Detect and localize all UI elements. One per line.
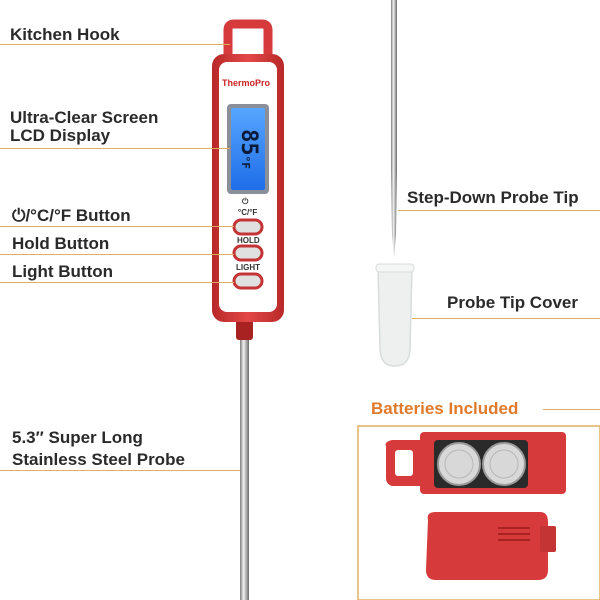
callout-line-batteries [543,409,600,410]
power-button-shape [232,218,264,236]
brand-logo: ThermoPro [222,78,271,88]
power-label-on-device: °C/°F [238,208,258,217]
callout-power-text: /°C/°F Button [25,206,131,225]
callout-kitchen-hook: Kitchen Hook [10,25,120,44]
callout-screen-line1: Ultra-Clear Screen [10,108,159,127]
callout-line-power [0,226,234,227]
callout-line-screen [0,148,230,149]
hold-button-shape [232,244,264,262]
lcd-screen [227,104,269,194]
callout-hold-button: Hold Button [12,234,110,253]
callout-power-button: ⏻/°C/°F Button [12,206,131,226]
callout-line-light [0,282,234,283]
callout-line-tip [398,210,600,211]
power-symbol-on-device: ⏻ [242,197,249,206]
callout-line-hold [0,254,234,255]
callout-probe-line1: 5.3″ Super Long [12,428,143,447]
kitchen-hook [223,19,273,62]
hold-label-on-device: HOLD [237,236,260,245]
callout-line-probe [0,470,240,471]
probe-tip [391,0,397,258]
battery-inset [357,425,600,600]
power-icon: ⏻ [12,206,26,225]
probe-shaft [236,318,253,600]
callout-probe-tip: Step-Down Probe Tip [407,188,579,207]
lcd-reading: 85°F [231,108,265,190]
lcd-unit: °F [239,155,252,169]
lcd-value: 85 [236,129,261,156]
callout-light-button: Light Button [12,262,114,281]
callout-line-cover [412,318,600,319]
callout-line-hook [0,44,230,45]
callout-screen-line2: LCD Display [10,126,111,145]
probe-tip-cover [375,263,415,367]
light-button-shape [232,272,264,290]
callout-tip-cover: Probe Tip Cover [447,293,578,312]
callout-probe-line2: Stainless Steel Probe [12,450,185,469]
light-label-on-device: LIGHT [236,263,260,272]
callout-batteries: Batteries Included [371,399,519,418]
